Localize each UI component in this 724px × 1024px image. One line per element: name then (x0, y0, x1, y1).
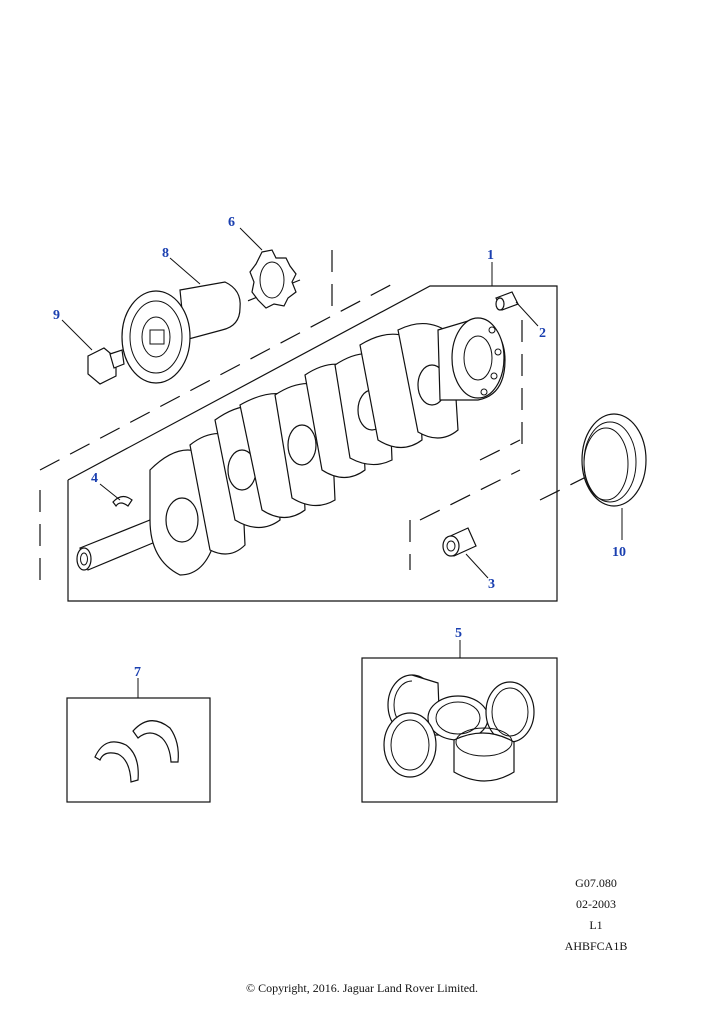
leader-lines (61, 227, 623, 698)
crankshaft (76, 317, 506, 576)
callout-8: 8 (162, 246, 169, 261)
crankshaft-pulley (121, 281, 241, 384)
callouts: 1 2 3 4 5 6 7 8 9 10 (53, 215, 626, 680)
dowel-pin (495, 291, 519, 311)
drawing-level: L1 (589, 918, 603, 932)
main-bearings-box (361, 657, 558, 803)
callout-4: 4 (91, 471, 98, 486)
copyright-notice: © Copyright, 2016. Jaguar Land Rover Lim… (245, 981, 479, 995)
drawing-id: AHBFCA1B (564, 939, 628, 953)
crankshaft-sprocket (249, 249, 297, 309)
callout-10: 10 (612, 545, 626, 560)
callout-5: 5 (455, 626, 462, 641)
callout-2: 2 (539, 326, 546, 341)
drawing-date: 02-2003 (576, 897, 616, 911)
callout-7: 7 (134, 665, 141, 680)
thrust-washers-box (66, 697, 211, 803)
rear-oil-seal (581, 413, 647, 507)
callout-9: 9 (53, 308, 60, 323)
ref-code: G07.080 (575, 876, 617, 890)
pulley-bolt (87, 347, 125, 385)
callout-3: 3 (488, 577, 495, 592)
callout-6: 6 (228, 215, 235, 230)
woodruff-key (112, 495, 133, 508)
pilot-bush (442, 527, 477, 557)
callout-1: 1 (487, 248, 494, 263)
